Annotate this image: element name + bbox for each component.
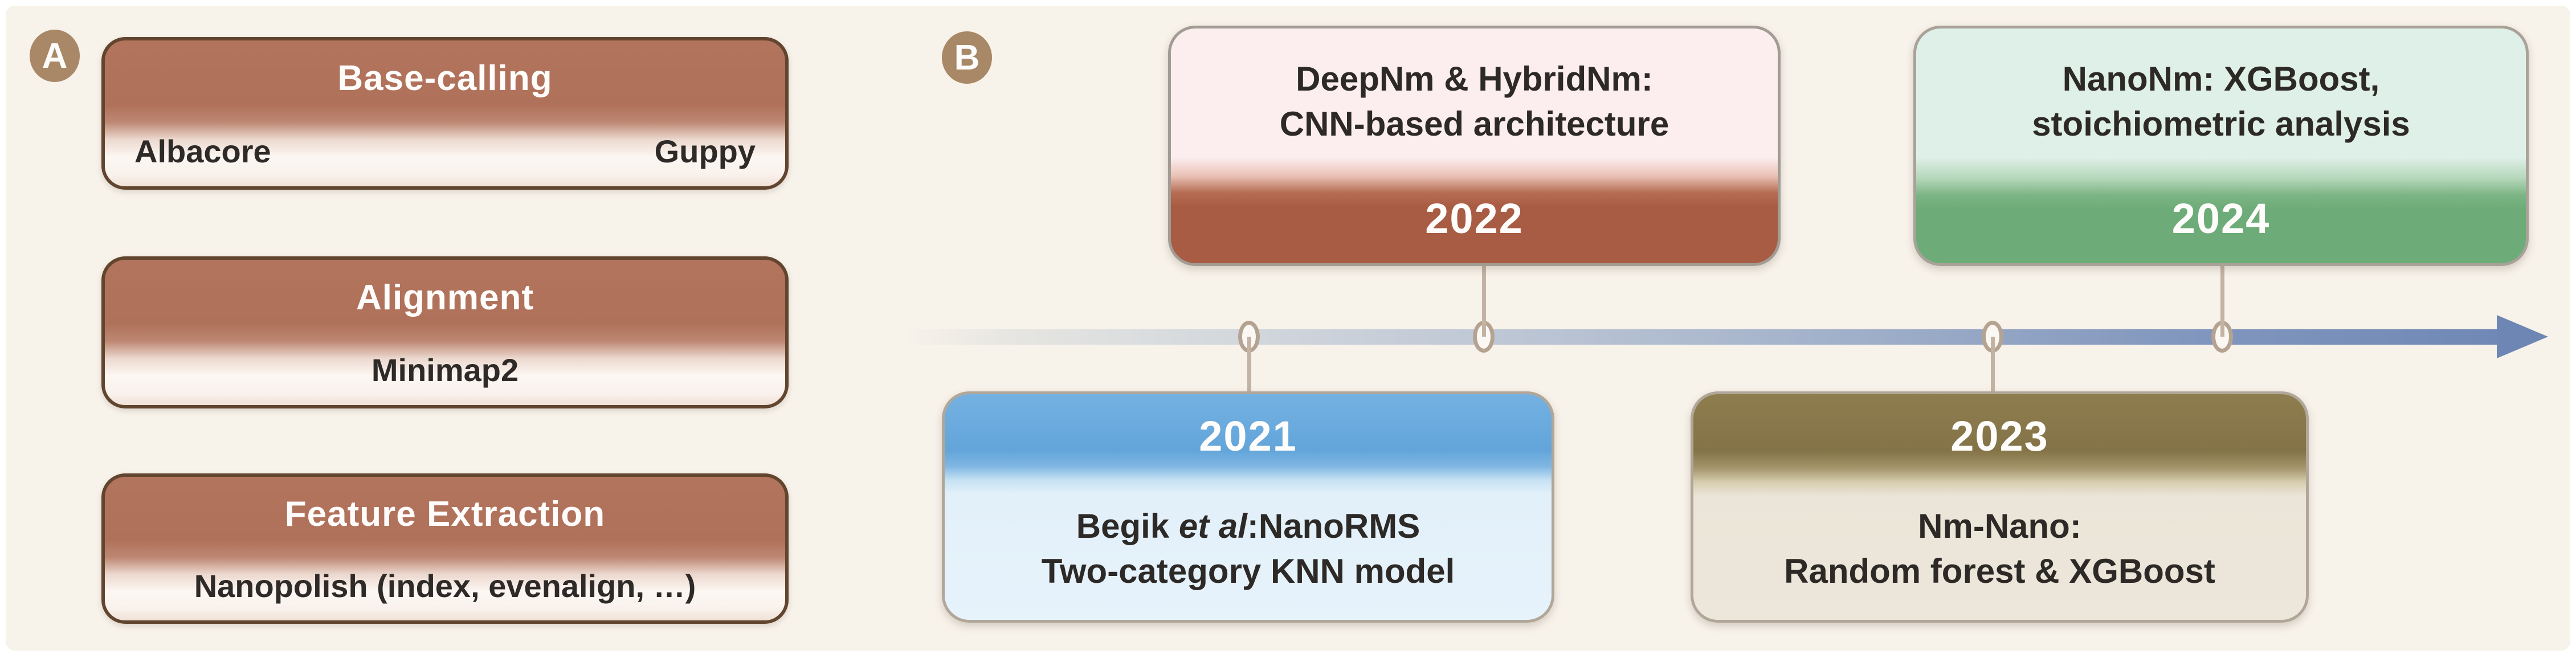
milestone-text-line: CNN-based architecture [1279,104,1669,143]
pipeline-box-alignment: Alignment Minimap2 [101,256,789,408]
pipeline-box-tools: Albacore Guppy [134,116,756,186]
connector-2023 [1991,337,1995,391]
timeline-axis [907,329,2502,345]
tool-label-albacore: Albacore [134,133,271,170]
milestone-box-2023: 2023 Nm-Nano: Random forest & XGBoost [1691,391,2309,623]
milestone-box-2024: NanoNm: XGBoost, stoichiometric analysis… [1913,26,2529,266]
milestone-year: 2021 [1199,412,1297,460]
panel-a-badge: A [30,30,80,82]
pipeline-box-feature-extraction: Feature Extraction Nanopolish (index, ev… [101,473,789,624]
milestone-year: 2022 [1425,195,1524,243]
timeline-arrow-icon [2497,315,2548,358]
milestone-box-2022: DeepNm & HybridNm: CNN-based architectur… [1168,26,1781,266]
milestone-text: DeepNm & HybridNm: CNN-based architectur… [1194,28,1755,174]
milestone-text-line: DeepNm & HybridNm: [1296,59,1653,98]
milestone-text-line: Two-category KNN model [1041,552,1455,591]
tool-label-guppy: Guppy [654,133,756,170]
pipeline-box-tools: Minimap2 [134,336,756,405]
pipeline-box-title: Feature Extraction [284,494,606,534]
milestone-year: 2023 [1950,412,2049,460]
pipeline-box-title: Alignment [356,277,534,317]
milestone-text-line: stoichiometric analysis [2032,104,2410,143]
milestone-text-line: Random forest & XGBoost [1784,552,2215,591]
tool-label-minimap2: Minimap2 [371,352,519,389]
milestone-text-part: :NanoRMS [1247,507,1420,546]
milestone-box-2021: 2021 Begik et al:NanoRMS Two-category KN… [942,391,1554,623]
connector-2021 [1247,337,1251,391]
connector-2022 [1482,266,1486,337]
milestone-text-part: Begik [1076,507,1179,546]
milestone-text-line: Begik et al:NanoRMS [1076,504,1420,549]
panel-b-badge: B [942,31,992,84]
pipeline-box-base-calling: Base-calling Albacore Guppy [101,37,789,190]
figure-canvas: A Base-calling Albacore Guppy Alignment … [6,6,2570,651]
milestone-text: NanoNm: XGBoost, stoichiometric analysis [1939,28,2503,174]
milestone-text: Nm-Nano: Random forest & XGBoost [1716,478,2283,620]
connector-2024 [2220,266,2224,337]
milestone-text-line: NanoNm: XGBoost, [2062,59,2380,98]
tool-label-nanopolish: Nanopolish (index, evenalign, …) [194,568,696,604]
pipeline-box-tools: Nanopolish (index, evenalign, …) [134,551,756,620]
milestone-text-line: Nm-Nano: [1918,507,2081,546]
pipeline-box-title: Base-calling [337,59,553,99]
milestone-text-italic: et al [1178,507,1247,546]
milestone-year: 2024 [2171,195,2271,243]
milestone-text: Begik et al:NanoRMS Two-category KNN mod… [967,478,1529,620]
